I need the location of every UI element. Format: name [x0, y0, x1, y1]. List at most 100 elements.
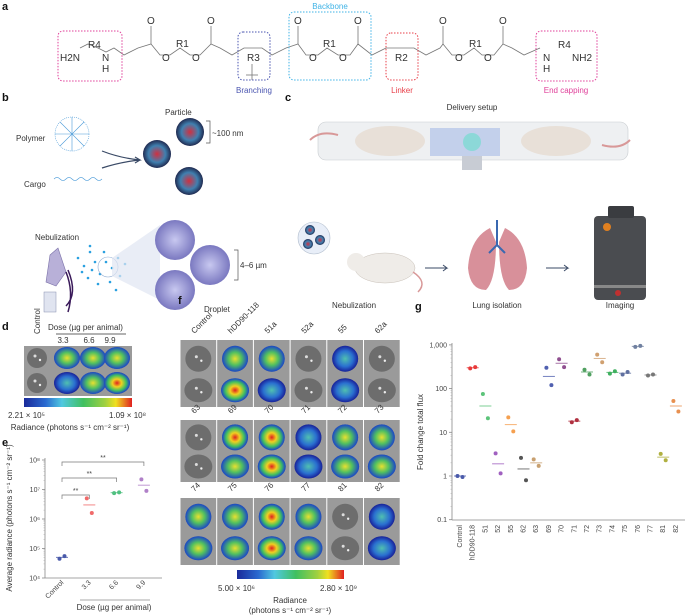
y-axis-label-g: Fold change total flux [416, 394, 425, 470]
bioluminescence-signal [222, 503, 249, 530]
x-tick-label: 77 [648, 525, 655, 533]
data-point [671, 399, 676, 404]
panel-label-b: b [2, 92, 9, 104]
x-tick-label: 76 [635, 525, 642, 533]
x-tick-label: 3.3 [81, 579, 93, 591]
data-point [473, 365, 478, 370]
atom-o: O [309, 53, 317, 64]
x-tick-label: 9.9 [135, 579, 147, 591]
bioluminescence-signal [294, 536, 323, 561]
data-point [524, 478, 528, 483]
data-point [112, 491, 117, 496]
lung-tissue [332, 503, 359, 530]
bioluminescence-signal [367, 454, 396, 479]
tissue-speckle [378, 386, 382, 390]
imaging-label: Imaging [606, 301, 634, 310]
lung-bioluminescence-images-d [27, 347, 130, 394]
aerosol-dot [104, 260, 108, 264]
polymer-backbone-bonds [79, 43, 541, 56]
colorbar-f [237, 570, 344, 579]
sample-label: hDD90-118 [226, 300, 261, 335]
lung-tissue [331, 536, 360, 561]
data-point [562, 365, 567, 370]
cargo-strand-icon [53, 177, 103, 181]
linker-box [385, 32, 419, 81]
sample-label: Control [189, 311, 214, 336]
data-point [633, 344, 638, 349]
sample-label: 55 [336, 322, 349, 335]
data-point [587, 372, 592, 377]
lung-tissue [185, 424, 212, 451]
data-point [84, 496, 89, 501]
atom-h-left: H [102, 64, 109, 75]
x-tick-label: 75 [622, 525, 629, 533]
arrow-icon [546, 264, 570, 272]
data-point [480, 392, 485, 397]
tissue-speckle [33, 354, 37, 358]
y-axis-label-e: Average radiance (photons s⁻¹ cm⁻² sr⁻¹) [5, 444, 14, 592]
data-point [62, 554, 67, 559]
cargo-label: Cargo [24, 180, 46, 189]
data-point [620, 372, 625, 377]
backbone-box [288, 11, 372, 81]
dose-label-d: Dose (µg per animal) [48, 323, 123, 332]
y-tick-label: 10⁷ [30, 487, 41, 494]
data-point [460, 474, 465, 479]
colorbar-d [24, 398, 132, 407]
significance-label: ** [73, 488, 79, 495]
aerosol-dot [102, 250, 106, 254]
aerosol-dot [88, 250, 92, 254]
nebulizer-mask-icon [43, 247, 74, 313]
bioluminescence-signal [367, 536, 396, 561]
tissue-speckle [194, 463, 198, 466]
panel-label-d: d [2, 321, 9, 333]
tissue-speckle [383, 359, 387, 362]
particle-icon [143, 140, 171, 168]
x-tick-label: 6.6 [108, 579, 120, 591]
colorbar-max-d: 1.09 × 10⁸ [109, 411, 146, 420]
sample-label: 81 [336, 480, 349, 493]
data-point [531, 457, 536, 462]
dose-value: 6.6 [83, 336, 95, 345]
bioluminescence-signal [258, 345, 285, 372]
lung-tissue [295, 345, 322, 372]
atom-o: O [455, 53, 463, 64]
tissue-speckle [341, 544, 345, 548]
atom-o: O [499, 16, 507, 27]
panel-a: a H2N R4 N H O O R1 O O R3 O O R1 O O R2… [2, 1, 598, 95]
atom-n-right: N [543, 53, 550, 64]
significance-bracket [61, 494, 90, 499]
bioluminescence-signal [221, 454, 250, 479]
atom-nh2-right: NH2 [572, 53, 592, 64]
tissue-speckle [38, 383, 42, 387]
bioluminescence-signal [54, 372, 80, 394]
droplet-icon [155, 220, 195, 260]
x-tick-label: Control [457, 525, 464, 548]
colorbar-label-f: Radiance [273, 596, 307, 605]
data-point [117, 490, 122, 495]
bioluminescence-signal [258, 503, 285, 530]
backbone-label: Backbone [312, 2, 348, 11]
bioluminescence-signal [221, 536, 250, 561]
tissue-speckle [341, 513, 345, 517]
tissue-speckle [194, 386, 198, 390]
atom-o: O [162, 53, 170, 64]
panel-label-c: c [285, 92, 291, 104]
x-tick-label: 62 [521, 525, 528, 533]
panel-b: b Polymer Cargo Particle ~100 nm Nebuliz… [2, 92, 267, 314]
tissue-speckle [200, 438, 203, 441]
data-point [57, 556, 62, 561]
y-tick-label: 10 [439, 430, 447, 437]
particle-size-label: ~100 nm [212, 129, 244, 138]
colorbar-max-f: 2.80 × 10⁹ [320, 584, 357, 593]
end-capping-label: End capping [544, 86, 588, 95]
bioluminescence-signal [295, 424, 322, 451]
tissue-speckle [346, 517, 350, 520]
colorbar-min-d: 2.21 × 10⁵ [8, 411, 45, 420]
aerosol-dot [108, 280, 112, 284]
x-tick-label: 73 [597, 525, 604, 533]
x-axis-label-e: Dose (µg per animal) [77, 603, 152, 612]
